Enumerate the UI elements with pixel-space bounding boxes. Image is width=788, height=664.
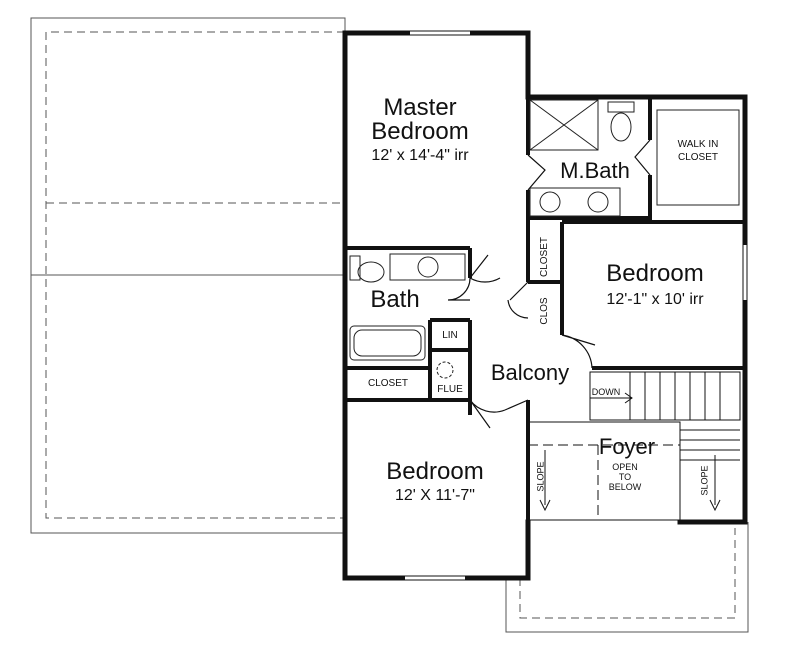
foyer-opening — [527, 421, 721, 521]
clos-vertical-label: CLOS — [539, 297, 550, 325]
bedroom-east-name: Bedroom — [606, 260, 704, 287]
fixtures — [349, 99, 740, 379]
walk-in-closet-line1: WALK IN — [677, 139, 719, 150]
bedroom-east-size: 12'-1" x 10' irr — [606, 291, 704, 308]
slope-right-label: SLOPE — [699, 465, 710, 496]
foyer-note-line1: OPEN — [612, 462, 638, 472]
bedroom-south-size: 12' X 11'-7" — [395, 487, 475, 504]
foyer-note-line3: BELOW — [608, 482, 642, 492]
master-bath-name: M.Bath — [560, 158, 630, 183]
flue-label: FLUE — [437, 384, 463, 395]
garage-roof-outline — [30, 17, 346, 534]
foyer-name: Foyer — [598, 434, 656, 459]
windows — [405, 31, 747, 580]
master-bedroom-name-line1: Master — [383, 94, 457, 121]
master-bedroom-size: 12' x 14'-4" irr — [371, 147, 469, 164]
walk-in-closet-line2: CLOSET — [677, 152, 718, 163]
window-lines — [405, 30, 748, 581]
bedroom-south-name: Bedroom — [386, 458, 484, 485]
foyer-note-line2: TO — [618, 472, 632, 482]
hall-closet-label: CLOSET — [367, 378, 408, 389]
stairs-down-label: DOWN — [591, 387, 621, 397]
stairs — [589, 371, 741, 461]
interior-walls — [343, 97, 745, 522]
slope-left-label: SLOPE — [535, 461, 546, 492]
garage-dashed-lines — [45, 31, 345, 519]
door-swings — [447, 139, 651, 429]
porch-outline — [505, 522, 749, 633]
master-bedroom-name-line2: Bedroom — [371, 118, 469, 145]
bath-name: Bath — [370, 286, 420, 313]
balcony-name: Balcony — [490, 360, 570, 385]
closet-vertical-label: CLOSET — [539, 237, 550, 278]
linen-closet-label: LIN — [442, 330, 458, 341]
